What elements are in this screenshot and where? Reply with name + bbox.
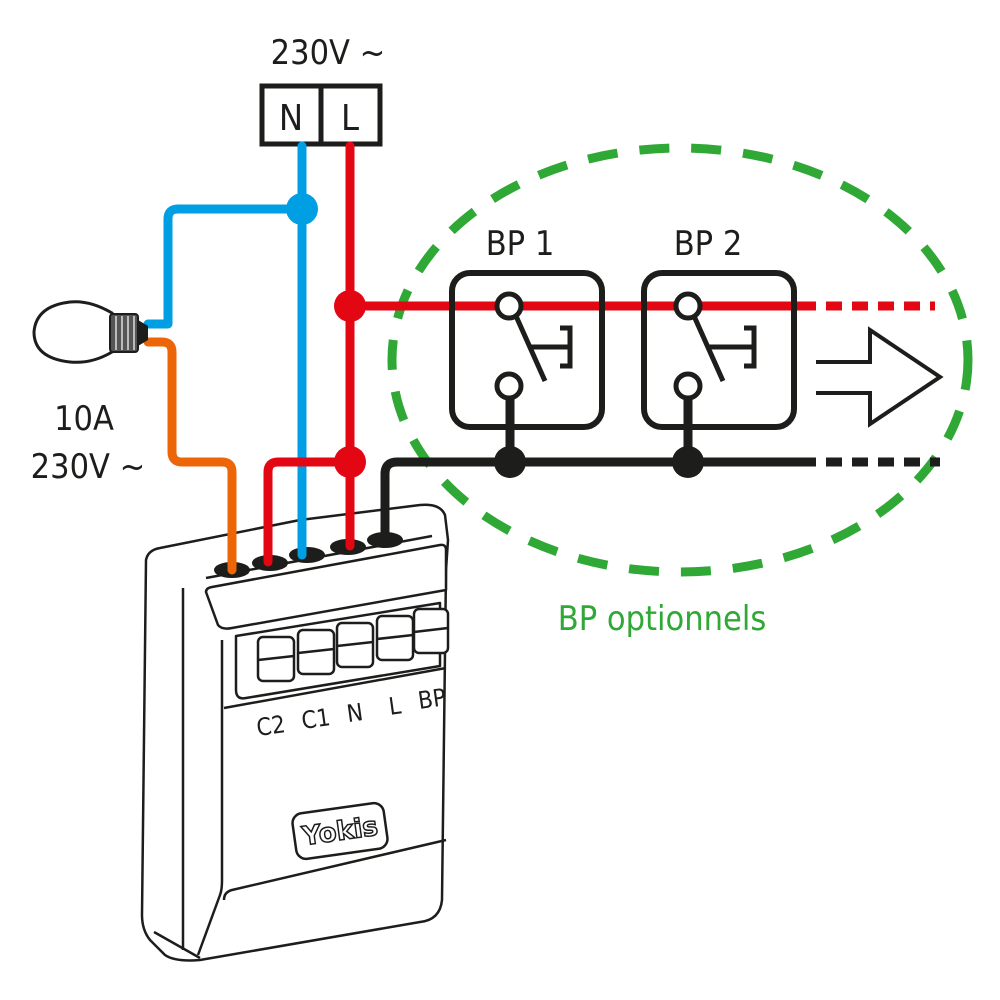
module-terminal-label-l: L — [387, 691, 403, 720]
supply-voltage-label: 230V ~ — [271, 33, 386, 73]
pushbutton-wire — [380, 457, 800, 540]
pushbutton-2-label: BP 2 — [674, 224, 743, 264]
module-terminal-label-c2: C2 — [255, 710, 287, 742]
lamp-current-rating: 10A — [54, 399, 114, 439]
yokis-module — [140, 503, 450, 962]
optional-group-label: BP optionnels — [558, 599, 767, 639]
terminal-clamps — [256, 607, 450, 683]
bp1-junction — [494, 446, 526, 478]
lightbulb-icon — [32, 300, 148, 364]
module-terminal-label-bp: BP — [416, 683, 447, 715]
pushbutton-2 — [641, 270, 797, 430]
supply-terminal-block — [259, 83, 383, 147]
neutral-wire-lamp — [143, 204, 307, 329]
neutral-junction — [286, 193, 318, 225]
supply-terminal-l: L — [341, 98, 359, 139]
arrow-right-icon — [816, 326, 944, 428]
bp2-contact-top — [673, 291, 703, 321]
live-junction-pushbuttons — [334, 290, 366, 322]
bp1-contact-bottom — [494, 371, 524, 401]
lamp-voltage-rating: 230V ~ — [31, 447, 146, 487]
live-wire-c1 — [263, 457, 355, 567]
bp1-contact-top — [494, 291, 524, 321]
bp2-junction — [672, 446, 704, 478]
module-terminal-label-c1: C1 — [300, 703, 332, 735]
optional-group-outline — [387, 143, 973, 577]
lamp-return-wire — [143, 337, 237, 575]
bp2-contact-bottom — [673, 371, 703, 401]
pushbutton-1-label: BP 1 — [486, 224, 555, 264]
supply-terminal-n: N — [279, 98, 303, 139]
module-terminal-label-n: N — [345, 698, 365, 728]
pushbutton-1 — [449, 270, 605, 430]
brand-badge — [291, 801, 389, 861]
live-junction-c1 — [334, 446, 366, 478]
